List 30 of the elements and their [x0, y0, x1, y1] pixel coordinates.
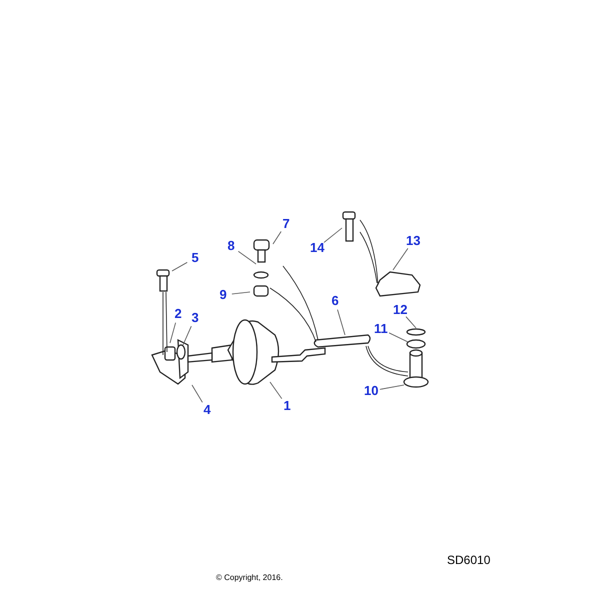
- callout-number: 13: [406, 234, 420, 248]
- callout-number: 2: [174, 307, 182, 321]
- callout-number: 5: [192, 251, 199, 265]
- leader-line: [392, 248, 408, 270]
- leader-line: [192, 384, 203, 403]
- copyright-note: © Copyright, 2016.: [216, 573, 283, 582]
- leader-line: [406, 316, 416, 328]
- leader-line: [388, 332, 408, 342]
- callout-number: 11: [374, 322, 388, 336]
- leader-line: [182, 326, 192, 346]
- callout-number: 12: [393, 303, 408, 317]
- callout-number: 7: [282, 217, 290, 231]
- callout-number: 1: [284, 399, 291, 413]
- leader-line: [170, 322, 176, 344]
- leader-line: [270, 382, 282, 400]
- leader-line: [337, 309, 346, 336]
- callout-number: 3: [192, 311, 199, 325]
- leader-line: [238, 250, 256, 264]
- callout-number: 4: [204, 403, 211, 417]
- leader-line: [232, 292, 250, 294]
- leader-line: [272, 231, 282, 244]
- leader-line: [380, 384, 404, 390]
- callout-number: 8: [228, 239, 235, 253]
- drawing-number: SD6010: [447, 553, 490, 567]
- leader-line: [172, 262, 188, 272]
- callout-number: 9: [220, 288, 227, 302]
- callout-number: 14: [310, 241, 324, 255]
- leader-line: [324, 228, 342, 243]
- callout-number: 10: [364, 384, 378, 398]
- callout-number: 6: [332, 294, 339, 308]
